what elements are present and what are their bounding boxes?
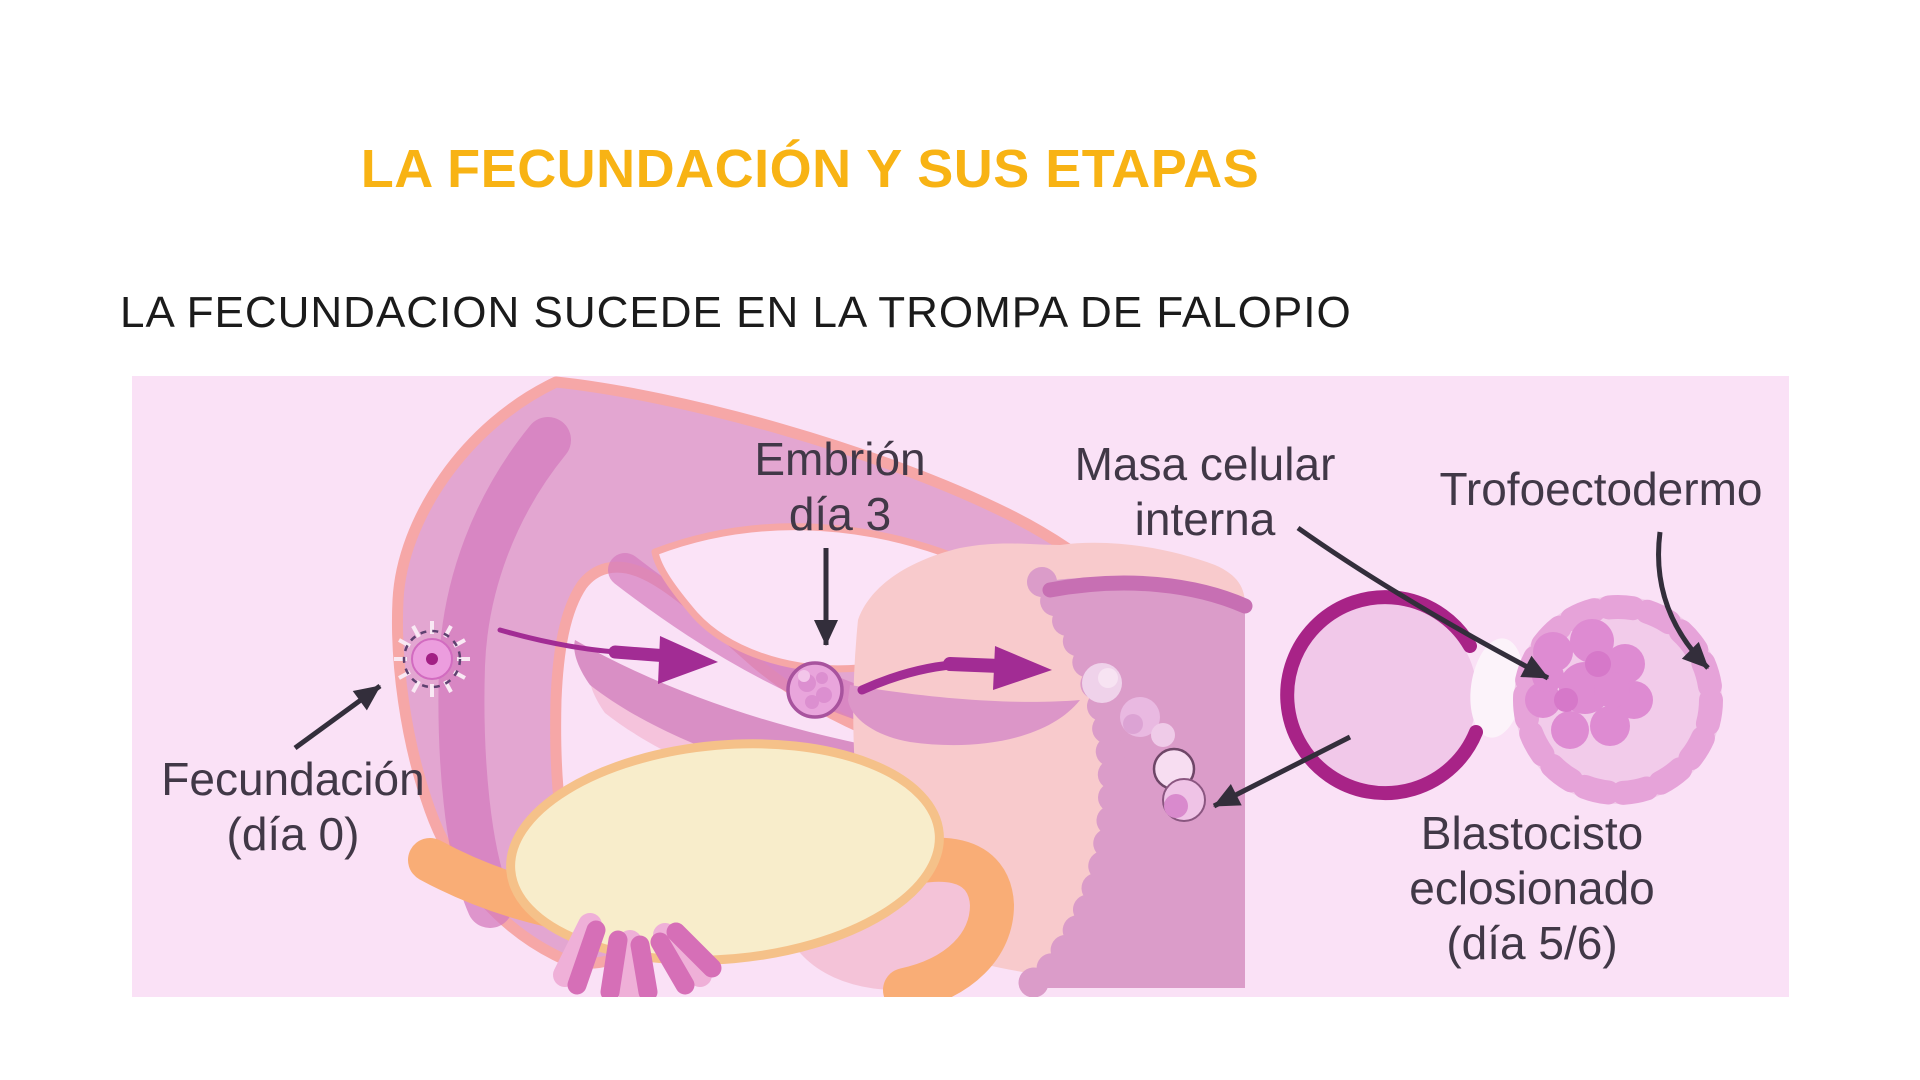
descending-embryos [1082, 663, 1206, 822]
label-embryo-day3-line1: Embrión [754, 433, 926, 485]
egg-nucleus [426, 653, 438, 665]
slide-subtitle: LA FECUNDACION SUCEDE EN LA TROMPA DE FA… [120, 288, 1352, 337]
uterine-wall [1005, 567, 1253, 997]
label-hatched-blastocyst-line3: (día 5/6) [1446, 917, 1618, 969]
label-fertilization: Fecundación (día 0) [161, 752, 424, 862]
ovary [506, 739, 944, 965]
blastocyst-pointer-arrow [1212, 734, 1352, 809]
label-trophectoderm: Trofoectodermo [1439, 463, 1763, 515]
label-inner-cell-mass-line1: Masa celular [1074, 438, 1336, 490]
diagram-artwork [132, 376, 1789, 997]
trophectoderm-pointer-arrow [1656, 531, 1710, 670]
label-embryo-day3: Embrión día 3 [754, 432, 925, 542]
embryo-day3 [786, 661, 844, 719]
label-fertilization-line1: Fecundación [161, 753, 425, 805]
fertilization-pointer-arrow [293, 683, 382, 751]
transport-arrow-tube [497, 627, 718, 684]
hatched-blastocyst [1513, 595, 1723, 805]
label-inner-cell-mass-line2: interna [1134, 493, 1276, 545]
slide-title: LA FECUNDACIÓN Y SUS ETAPAS [360, 139, 1260, 199]
fertilization-stages-diagram: Embrión día 3 Masa celular interna Trofo… [132, 376, 1789, 997]
fimbriae [553, 913, 722, 997]
label-embryo-day3-line2: día 3 [788, 488, 892, 540]
pointer-arrows [293, 525, 1710, 809]
tube-uterus-junction [848, 685, 1080, 746]
label-fertilization-line2: (día 0) [226, 808, 360, 860]
label-hatched-blastocyst-line2: eclosionado [1409, 862, 1655, 914]
inner-cell-mass-pointer-arrow [1296, 525, 1550, 681]
label-inner-cell-mass: Masa celular interna [1075, 437, 1336, 547]
fertilized-egg [394, 621, 470, 697]
label-hatched-blastocyst: Blastocisto eclosionado (día 5/6) [1409, 806, 1655, 971]
label-hatched-blastocyst-line1: Blastocisto [1420, 807, 1644, 859]
transport-arrow-uterus [857, 646, 1052, 695]
